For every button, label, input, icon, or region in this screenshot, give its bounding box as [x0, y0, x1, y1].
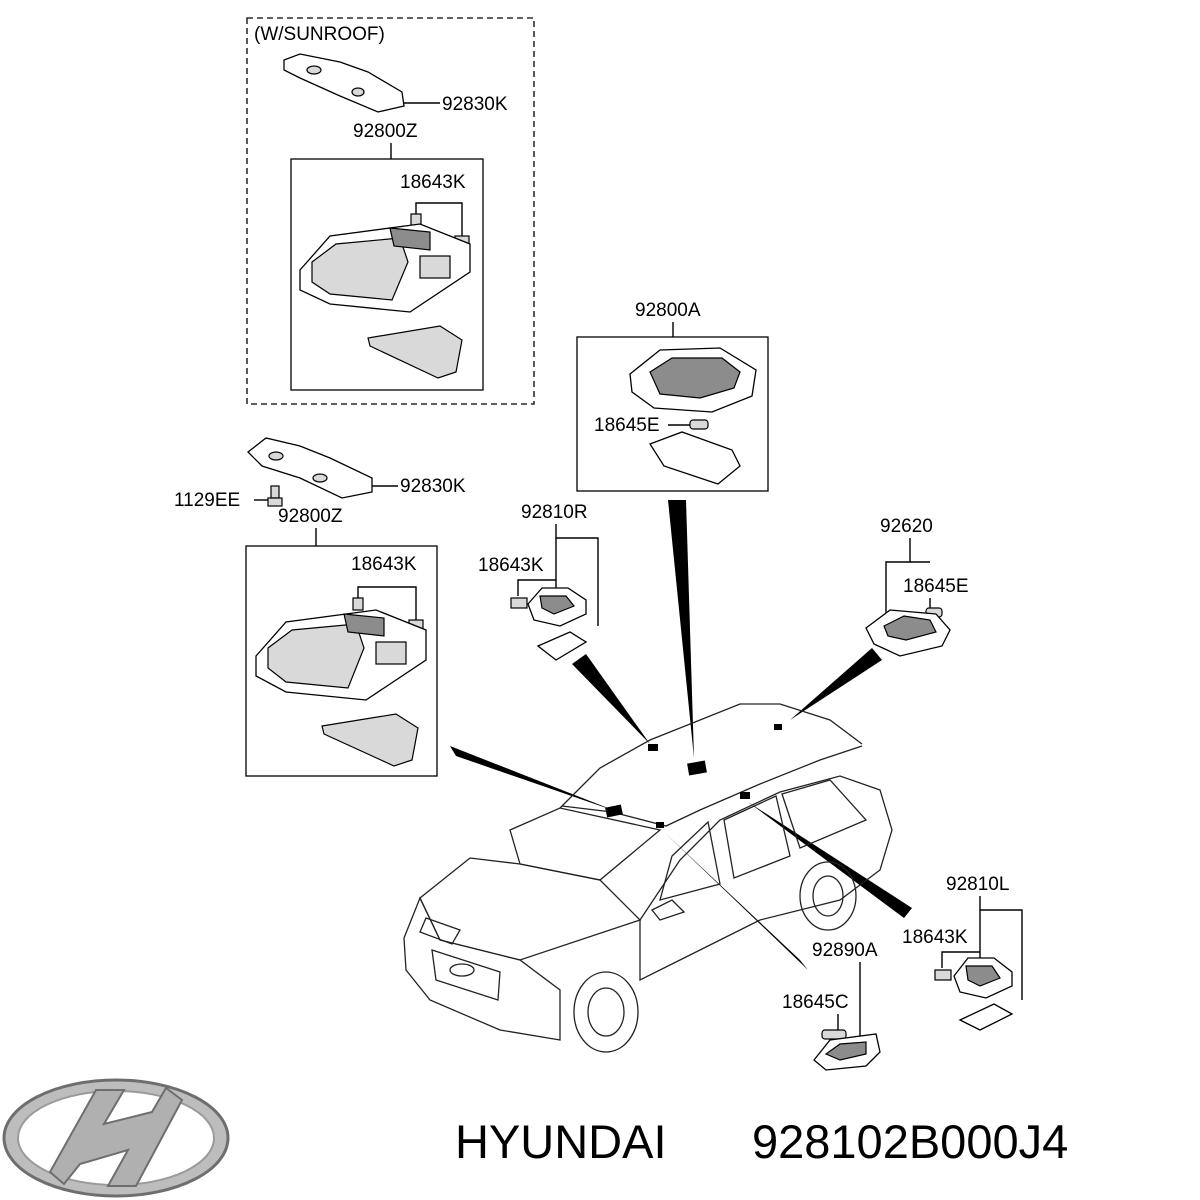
right-bulb-leader — [517, 579, 556, 596]
left-assembly-label[interactable]: 92810L — [946, 874, 1009, 895]
roof-spot-right-lamp — [648, 744, 658, 751]
luggage-lamp-group: 92890A 18645C — [782, 940, 881, 1071]
sunroof-console-part[interactable] — [299, 223, 471, 313]
right-bulb-label[interactable]: 18643K — [478, 555, 544, 576]
wedge-front-console — [450, 746, 618, 812]
center-assembly-label[interactable]: 92800A — [635, 300, 701, 321]
left-lamp-group: 92810L 18643K — [902, 874, 1023, 1031]
car-front-hub — [587, 987, 625, 1037]
sunroof-bracket-part[interactable] — [283, 53, 405, 113]
standard-assembly-label[interactable]: 92800Z — [278, 506, 343, 527]
roof-spot-luggage — [656, 822, 664, 828]
left-assembly-leader — [979, 896, 1023, 1000]
standard-console-part[interactable] — [255, 609, 427, 701]
center-bulb-label[interactable]: 18645E — [594, 415, 660, 436]
rear-lamp-group: 92620 18645E — [865, 516, 969, 657]
pointer-wedges — [450, 500, 912, 970]
wedge-left-lamp — [748, 802, 912, 918]
center-assembly-box — [576, 336, 769, 492]
left-bulb-label[interactable]: 18643K — [902, 927, 968, 948]
standard-bracket-label[interactable]: 92830K — [400, 476, 466, 497]
car-side-body — [639, 775, 893, 982]
car-emblem — [449, 963, 475, 977]
car-rear-hub — [812, 875, 844, 917]
standard-group: 92830K 1129EE 92800Z 18643K — [174, 437, 466, 777]
rear-assembly-leader — [885, 538, 911, 618]
standard-screw-part[interactable] — [267, 485, 283, 507]
sunroof-title: (W/SUNROOF) — [254, 24, 385, 45]
car-quarter-window — [781, 779, 868, 849]
hyundai-logo-icon — [2, 1078, 230, 1198]
rear-lamp-part[interactable] — [865, 609, 951, 657]
standard-assembly-box — [245, 545, 438, 777]
car-front-wheel — [573, 971, 639, 1053]
sunroof-group-dashed-border — [246, 17, 535, 405]
footer-part-number: 928102B000J4 — [752, 1115, 1068, 1168]
standard-screw-label[interactable]: 1129EE — [174, 490, 240, 511]
center-lens-part[interactable] — [649, 431, 741, 485]
right-assembly-label[interactable]: 92810R — [521, 502, 588, 523]
wedge-right-lamp — [572, 654, 650, 744]
center-console-part[interactable] — [629, 347, 757, 413]
car-hood — [419, 857, 642, 961]
car-windshield — [509, 807, 662, 881]
sunroof-lens-part[interactable] — [367, 325, 463, 379]
right-assembly-leader — [555, 524, 599, 626]
sunroof-assembly-box — [290, 158, 484, 391]
luggage-bulb-label[interactable]: 18645C — [782, 992, 849, 1013]
sunroof-group: (W/SUNROOF) 92830K 92800Z 18643K — [246, 17, 535, 405]
right-lamp-part[interactable] — [527, 587, 587, 627]
standard-lens-part[interactable] — [321, 713, 419, 767]
sunroof-bracket-label[interactable]: 92830K — [442, 94, 508, 115]
rear-assembly-label[interactable]: 92620 — [880, 516, 933, 537]
wedge-rear-lamp — [790, 648, 882, 720]
rear-bulb-label[interactable]: 18645E — [903, 576, 969, 597]
roof-spot-center-lamp — [687, 760, 707, 776]
left-lamp-part[interactable] — [953, 957, 1013, 999]
roof-spot-left-lamp — [740, 792, 750, 799]
center-bulb-part[interactable] — [689, 419, 709, 430]
wedge-center-lamp — [668, 500, 694, 758]
car-front — [403, 896, 561, 1041]
right-bulb-part[interactable] — [510, 597, 528, 609]
right-lens-part[interactable] — [536, 631, 588, 661]
car-front-window — [659, 820, 721, 901]
car-headlamp — [419, 917, 461, 945]
vehicle-outline — [403, 703, 893, 1053]
sunroof-bulb-label[interactable]: 18643K — [400, 172, 466, 193]
sunroof-bulb-leader — [415, 202, 463, 238]
roof-spot-rear-lamp — [774, 724, 782, 730]
footer-brand: HYUNDAI — [455, 1115, 667, 1168]
left-bulb-part[interactable] — [934, 969, 952, 981]
standard-bulb-leader — [357, 586, 417, 622]
sunroof-assembly-label[interactable]: 92800Z — [353, 121, 418, 142]
luggage-lamp-part[interactable] — [813, 1033, 881, 1071]
car-mirror — [650, 899, 686, 921]
car-rear-wheel — [799, 861, 857, 931]
luggage-bulb-part[interactable] — [821, 1029, 847, 1040]
car-roof-line — [559, 703, 863, 809]
wedge-luggage-lamp — [664, 832, 808, 970]
car-grille — [431, 949, 501, 1001]
car-rear-door-window — [723, 795, 791, 879]
center-lamp-group: 92800A 18645E — [576, 300, 769, 492]
right-lamp-group: 92810R 18643K — [478, 502, 599, 661]
standard-bulb-label[interactable]: 18643K — [351, 554, 417, 575]
luggage-assembly-label[interactable]: 92890A — [812, 940, 878, 961]
roof-spot-front-console — [605, 804, 623, 818]
left-lens-part[interactable] — [958, 1003, 1014, 1031]
left-bulb-leader — [941, 951, 980, 968]
standard-bracket-part[interactable] — [247, 437, 373, 499]
